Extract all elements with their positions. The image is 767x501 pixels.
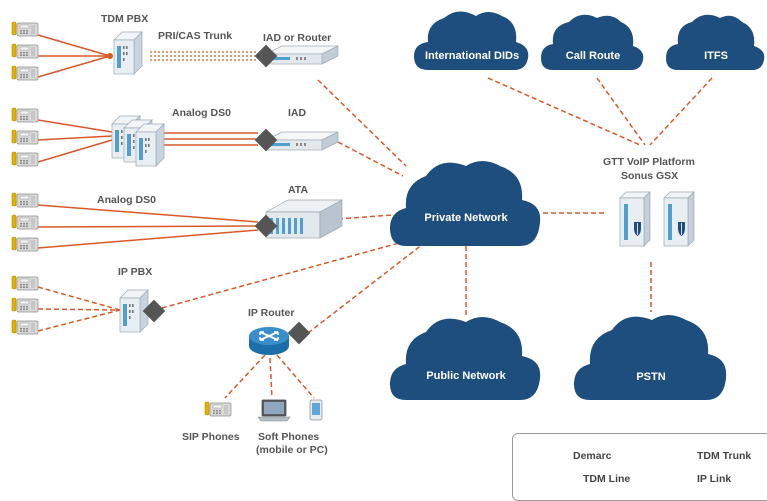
pri-cas-trunk-label: PRI/CAS Trunk [158,30,233,42]
desk-phone-icon [11,107,39,123]
server-icon[interactable] [619,191,695,247]
tdm-pbx-phones [11,21,39,81]
soft-phones-sub-label: (mobile or PC) [256,444,328,456]
cloud-international-dids[interactable] [414,11,529,71]
analog-ds0-label-2: Analog DS0 [97,194,156,206]
legend-tdm-line: TDM Line [583,473,631,485]
ip-router-label: IP Router [248,307,295,319]
desk-phone-icon [11,319,39,335]
desk-phone-icon [11,21,39,37]
sip-phone-icon[interactable] [204,401,232,417]
sonus-gsx-label: Sonus GSX [621,170,679,182]
cloud-itfs[interactable] [666,14,765,70]
desk-phone-icon [11,275,39,291]
legend-tdm-trunk: TDM Trunk [697,450,752,462]
ata-icon[interactable] [265,199,343,239]
cloud-label-private-network: Private Network [424,212,508,224]
sip-phones-label: SIP Phones [182,431,240,443]
desk-phone-icon [11,65,39,81]
links [37,34,713,399]
desk-phone-icon [11,236,39,252]
gtt-platform-label: GTT VoIP Platform [603,156,695,168]
cloud-private-network[interactable] [390,161,541,246]
iad-icon[interactable] [265,131,339,151]
analog-ds0-phones-2 [11,192,39,252]
legend-ip-link: IP Link [697,473,732,485]
router-icon[interactable] [249,327,289,355]
legend: Demarc TDM Trunk TDM Line IP Link [512,433,767,501]
cloud-call-route[interactable] [541,14,644,70]
desk-phone-icon [11,297,39,313]
analog-ds0-phones-1 [11,107,39,167]
ip-pbx-phones [11,275,39,335]
analog-pbx-icon[interactable] [111,115,165,167]
soft-phones-label: Soft Phones [258,431,320,443]
legend-demarc: Demarc [573,450,612,462]
ip-pbx-label: IP PBX [118,266,153,278]
iad-or-router-icon[interactable] [265,45,339,65]
iad-or-router-label: IAD or Router [263,32,332,44]
iad-label: IAD [288,107,307,119]
tdm-pbx-label: TDM PBX [101,13,149,25]
mobile-phone-icon[interactable] [309,399,323,421]
desk-phone-icon [11,43,39,59]
demarc-icons [142,44,311,345]
cloud-pstn[interactable] [574,315,727,400]
laptop-icon[interactable] [257,399,291,422]
cloud-label-call-route: Call Route [565,50,621,62]
tdm-pbx-icon[interactable] [113,31,143,75]
cloud-label-pstn: PSTN [636,371,666,383]
cloud-label-public-network: Public Network [426,370,506,382]
desk-phone-icon [11,214,39,230]
desk-phone-icon [11,129,39,145]
cloud-label-itfs: ITFS [704,50,728,62]
cloud-label-international-dids: International DIDs [424,50,520,62]
analog-ds0-label-1: Analog DS0 [172,107,231,119]
ata-label: ATA [288,184,309,196]
cloud-public-network[interactable] [390,317,541,400]
desk-phone-icon [11,192,39,208]
demarc-diamond-icon [287,321,311,345]
desk-phone-icon [11,151,39,167]
